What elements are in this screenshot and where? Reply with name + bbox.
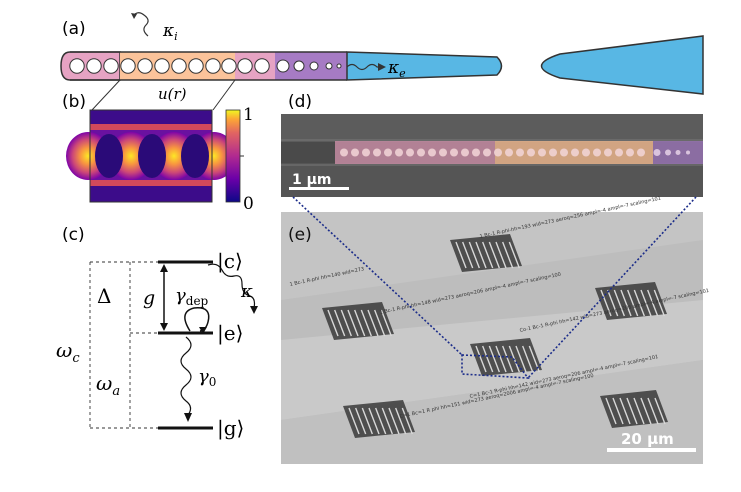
output-waveguide: [540, 35, 704, 95]
colorbar-max: 1: [243, 105, 254, 125]
zoom-line-left: [292, 196, 463, 356]
state-c-label: |c⟩: [217, 249, 243, 274]
zoom-line-right: [527, 196, 697, 379]
photonic-crystal-holes: [69, 58, 342, 74]
scale-bar-e: [607, 448, 696, 452]
zoom-region: [461, 354, 530, 379]
panel-d: (d) 1 μm: [281, 92, 703, 197]
waveguide-taper: [346, 51, 503, 81]
scale-label-d: 1 μm: [292, 172, 332, 188]
field-profile-map: [66, 109, 236, 203]
mirror-overlay: [335, 141, 495, 164]
kappa-i-label: κi: [162, 21, 178, 43]
scale-bar-d: [289, 187, 349, 190]
delta-label: Δ: [97, 284, 111, 308]
kappa-label: κ: [240, 281, 253, 302]
coupling-g-label: g: [143, 287, 155, 309]
state-g-label: |g⟩: [217, 416, 244, 441]
spontaneous-emission-arrow: [180, 336, 192, 416]
panel-label-e: (e): [288, 225, 312, 245]
kappa-decay-arrow: [207, 263, 256, 309]
panel-label-b: (b): [62, 92, 86, 112]
kappa-i-wavy-arrow: [132, 12, 149, 37]
colorbar-min: 0: [243, 194, 254, 214]
omega-a-label: ωa: [96, 371, 120, 399]
panel-label-c: (c): [62, 225, 85, 245]
panel-c: (c) ωc Δ ωa g γdep κ γ0 |c⟩: [56, 225, 258, 441]
gamma-dep-label: γdep: [175, 285, 209, 308]
panel-label-d: (d): [288, 92, 312, 112]
scale-label-e: 20 μm: [621, 430, 674, 448]
colorbar: [225, 109, 241, 203]
state-e-label: |e⟩: [217, 321, 243, 346]
panel-b: (b) u(r) 1 0: [62, 79, 254, 214]
kappa-e-wavy-arrow: [346, 63, 382, 71]
panel-e: 1 Bc-1 R-phi-hh=193 wid=273 aeroq=256 am…: [281, 196, 710, 464]
panel-label-a: (a): [62, 19, 86, 39]
field-profile-label: u(r): [158, 85, 187, 103]
panel-a: (a) κi κe: [60, 12, 704, 95]
gamma-0-label: γ0: [198, 366, 216, 389]
omega-c-label: ωc: [56, 338, 80, 366]
kappa-e-label: κe: [387, 58, 406, 80]
